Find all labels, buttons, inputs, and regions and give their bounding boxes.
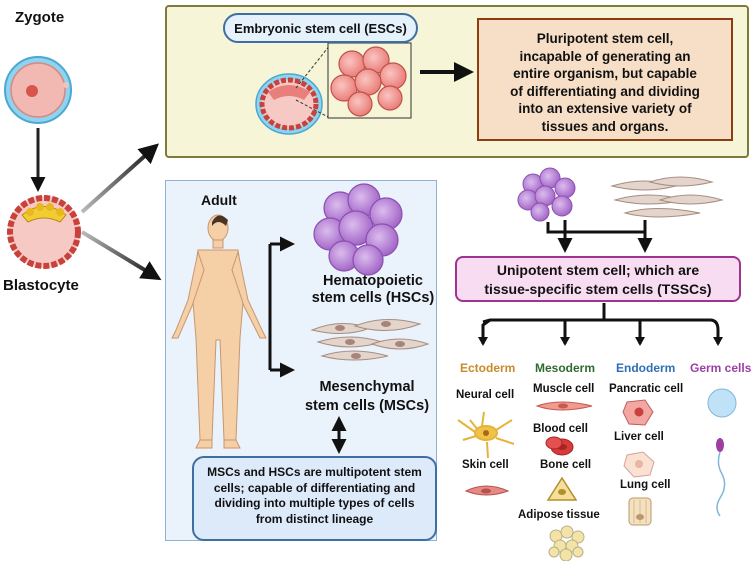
zygote-icon (4, 56, 72, 124)
hsc-cluster-small-icon (517, 167, 576, 222)
human-figure-icon (171, 214, 267, 449)
egg-cell-icon (707, 388, 737, 418)
esc-embryo-icon (255, 73, 323, 135)
hsc-label: Hematopoietic stem cells (HSCs) (298, 273, 448, 307)
multipotent-line: from distinct lineage (255, 511, 374, 526)
cell-label-blood: Blood cell (533, 423, 588, 435)
msc-label-line: Mesenchymal (319, 379, 415, 395)
hsc-cluster-icon (313, 183, 403, 276)
msc-cells-small-icon (610, 176, 724, 218)
blastocyte-icon (7, 195, 81, 269)
tssc-line: Unipotent stem cell; which are (496, 262, 700, 278)
multipotent-line: cells; capable of differentiating and (213, 480, 416, 495)
multipotent-line: MSCs and HSCs are multipotent stem (207, 465, 422, 479)
neuron-icon (457, 411, 515, 459)
pancreatic-cell-icon (622, 399, 654, 426)
hsc-label-line: stem cells (HSCs) (311, 290, 435, 306)
skin-cell-icon (464, 485, 510, 496)
pluripotent-line: Pluripotent stem cell, (536, 31, 674, 46)
cell-label-adipose: Adipose tissue (518, 509, 600, 521)
pluripotent-line: incapable of generating an (519, 48, 691, 64)
tssc-line: tissue-specific stem cells (TSSCs) (484, 281, 712, 297)
pluripotent-line: into an extensive variety of (518, 101, 692, 116)
lung-cell-icon (628, 497, 652, 526)
multipotent-description: MSCs and HSCs are multipotent stem cells… (192, 456, 437, 541)
germ-layer-heading: Endoderm (616, 361, 676, 375)
cell-label-muscle: Muscle cell (533, 383, 595, 395)
msc-label: Mesenchymal stem cells (MSCs) (292, 378, 442, 416)
pluripotent-description: Pluripotent stem cell, incapable of gene… (477, 18, 733, 141)
bone-cell-icon (546, 476, 578, 501)
blastocyte-label: Blastocyte (3, 277, 79, 294)
cell-label-bone: Bone cell (540, 459, 592, 471)
hsc-label-line: Hematopoietic (323, 273, 423, 289)
esc-title: Embryonic stem cell (ESCs) (223, 13, 418, 43)
lineage-tree (481, 303, 720, 344)
pluripotent-line: tissues and organs. (541, 118, 669, 134)
msc-label-line: stem cells (MSCs) (304, 398, 430, 414)
germ-layer-heading: Ectoderm (460, 361, 516, 375)
arrow-to-esc (80, 143, 159, 214)
germ-layer-heading: Germ cells (690, 361, 752, 375)
multipotent-line: dividing into multiple types of cells (214, 496, 415, 510)
adult-title: Adult (201, 192, 237, 208)
cell-label-pancreatic: Pancratic cell (609, 383, 684, 395)
muscle-cell-icon (535, 401, 593, 411)
germ-layer-heading: Mesoderm (535, 361, 596, 375)
pluripotent-line: of differentiating and dividing (510, 83, 700, 99)
cell-label-lung: Lung cell (620, 479, 671, 491)
esc-cluster-icon (330, 46, 407, 117)
cell-label-skin: Skin cell (462, 459, 509, 471)
zygote-label: Zygote (15, 9, 65, 26)
cell-label-liver: Liver cell (614, 431, 664, 443)
sperm-cell-icon (716, 438, 726, 517)
red-blood-cell-icon (545, 436, 574, 456)
msc-cells-icon (310, 318, 430, 361)
pluripotent-line: entire organism, but capable (513, 66, 697, 81)
liver-cell-icon (623, 451, 655, 478)
cell-label-neural: Neural cell (456, 389, 515, 401)
arrow-to-adult (80, 230, 162, 281)
tssc-description: Unipotent stem cell; which are tissue-sp… (455, 256, 741, 302)
adipose-tissue-icon (548, 525, 585, 561)
